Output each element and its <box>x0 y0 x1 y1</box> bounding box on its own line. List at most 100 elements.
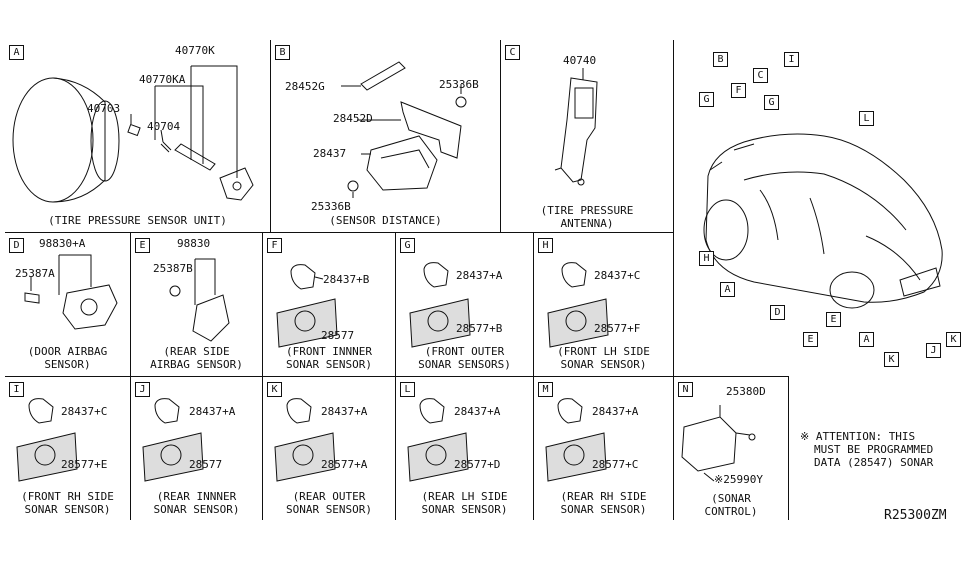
part-number: 28437+A <box>454 405 501 418</box>
part-number: 28437+C <box>61 405 108 418</box>
panel-tag: I <box>9 382 24 397</box>
car-callout-i: I <box>784 52 799 67</box>
panel-caption: (TIRE PRESSURE SENSOR UNIT) <box>48 214 227 227</box>
sonar-sensor-drawing <box>409 262 471 348</box>
grid-line <box>5 376 788 377</box>
panel-c-tire-pressure-antenna: C 40740 (TIRE PRESSURE ANTENNA) <box>501 40 673 232</box>
diagram-code: R25300ZM <box>884 508 947 523</box>
car-callout-a: A <box>859 332 874 347</box>
sonar-sensor-drawing <box>142 398 204 482</box>
panel-d-door-airbag-sensor: D 98830+A 25387A (DOOR AIRBAG SENSOR) <box>5 233 130 376</box>
grid-line <box>788 376 789 520</box>
car-callout-e: E <box>826 312 841 327</box>
vehicle-overview <box>674 40 975 376</box>
part-number: 25336B <box>311 200 351 213</box>
panel-tag: N <box>678 382 693 397</box>
car-callout-h: H <box>699 251 714 266</box>
car-callout-k: K <box>884 352 899 367</box>
panel-tag: K <box>267 382 282 397</box>
vehicle-drawing <box>703 133 943 309</box>
attention-line: MUST BE PROGRAMMED <box>814 443 934 456</box>
panel-j-rear-inner-sonar-sensor: J 28437+A 28577 (REAR INNNER SONAR SENSO… <box>131 377 262 520</box>
part-number: 98830+A <box>39 237 86 250</box>
part-number: 28437+B <box>323 273 370 286</box>
part-number: 25336B <box>439 78 479 91</box>
part-number: 40704 <box>147 120 181 133</box>
car-callout-k: K <box>946 332 961 347</box>
rear-side-airbag-sensor-drawing <box>169 258 230 342</box>
panel-tag: F <box>267 238 282 253</box>
door-airbag-sensor-drawing <box>24 254 118 330</box>
car-callout-a: A <box>720 282 735 297</box>
grid-line <box>5 232 674 233</box>
car-callout-g: G <box>699 92 714 107</box>
grid-line <box>262 232 263 520</box>
car-callout-e: E <box>803 332 818 347</box>
panel-caption: (REAR RH SIDE SONAR SENSOR) <box>560 490 647 516</box>
panel-caption: (SENSOR DISTANCE) <box>329 214 442 227</box>
panel-f-front-inner-sonar-sensor: F 28437+B 28577 (FRONT INNNER SONAR SENS… <box>263 233 395 376</box>
panel-tag: B <box>275 45 290 60</box>
panel-b-sensor-distance: B 28452G 25336B 28452D 28437 25336B (SEN… <box>271 40 500 232</box>
panel-caption: (FRONT RH SIDE SONAR SENSOR) <box>21 490 114 516</box>
part-number: 28437+C <box>594 269 641 282</box>
panel-l-rear-lh-side-sonar-sensor: L 28437+A 28577+D (REAR LH SIDE SONAR SE… <box>396 377 533 520</box>
part-number: 28437+A <box>456 269 503 282</box>
part-number: 28452D <box>333 112 373 125</box>
part-number: 40703 <box>87 102 121 115</box>
attention-note: ※ ATTENTION: THIS MUST BE PROGRAMMED DAT… <box>800 430 933 469</box>
grid-line <box>673 376 674 520</box>
panel-tag: L <box>400 382 415 397</box>
sonar-control-drawing <box>681 405 756 482</box>
sonar-sensor-drawing <box>547 262 609 348</box>
sonar-sensor-drawing <box>16 398 78 482</box>
grid-line <box>673 40 674 520</box>
grid-line <box>130 232 131 520</box>
panel-tag: J <box>135 382 150 397</box>
sonar-sensor-drawing <box>407 398 469 482</box>
car-callout-l: L <box>859 111 874 126</box>
panel-tag: C <box>505 45 520 60</box>
grid-line <box>500 40 501 232</box>
grid-line <box>395 232 396 520</box>
grid-line <box>270 40 271 232</box>
panel-tag: E <box>135 238 150 253</box>
attention-line: ※ ATTENTION: THIS <box>800 430 916 443</box>
part-number: 28437 <box>313 147 347 160</box>
part-number: 28577+E <box>61 458 108 471</box>
panel-a-tire-pressure-sensor-unit: A 40770K 40770KA 40703 40704 (TIRE PRESS… <box>5 40 270 232</box>
part-number: 40740 <box>563 54 597 67</box>
sonar-sensor-drawing <box>545 398 607 482</box>
part-number: ※25990Y <box>714 473 763 486</box>
panel-caption: (FRONT OUTER SONAR SENSORS) <box>418 345 511 371</box>
part-number: 28437+A <box>592 405 639 418</box>
part-number: 28452G <box>285 80 325 93</box>
part-number: 28437+A <box>321 405 368 418</box>
attention-line: DATA (28547) SONAR <box>814 456 934 469</box>
panel-caption: (TIRE PRESSURE ANTENNA) <box>540 204 634 230</box>
panel-h-front-lh-side-sonar-sensor: H 28437+C 28577+F (FRONT LH SIDE SONAR S… <box>534 233 673 376</box>
panel-k-rear-outer-sonar-sensor: K 28437+A 28577+A (REAR OUTER SONAR SENS… <box>263 377 395 520</box>
part-number: 28577 <box>321 329 355 342</box>
panel-caption: (REAR LH SIDE SONAR SENSOR) <box>421 490 508 516</box>
part-number: 28577+A <box>321 458 368 471</box>
tire-pressure-sensor-drawing <box>12 65 254 203</box>
car-callout-b: B <box>713 52 728 67</box>
part-number: 28577+B <box>456 322 503 335</box>
part-number: 25387B <box>153 262 193 275</box>
panel-i-front-rh-side-sonar-sensor: I 28437+C 28577+E (FRONT RH SIDE SONAR S… <box>5 377 130 520</box>
part-number: 28437+A <box>189 405 236 418</box>
grid-line <box>533 232 534 520</box>
car-callout-j: J <box>926 343 941 358</box>
part-number: 28577+F <box>594 322 641 335</box>
part-number: 40770KA <box>139 73 186 86</box>
panel-caption: (REAR INNNER SONAR SENSOR) <box>153 490 240 516</box>
car-callout-g: G <box>764 95 779 110</box>
sonar-sensor-drawing <box>274 398 336 482</box>
panel-g-front-outer-sonar-sensors: G 28437+A 28577+B (FRONT OUTER SONAR SEN… <box>396 233 533 376</box>
panel-caption: (REAR SIDE AIRBAG SENSOR) <box>150 345 243 371</box>
car-callout-d: D <box>770 305 785 320</box>
panel-tag: M <box>538 382 553 397</box>
part-number: 40770K <box>175 44 215 57</box>
panel-m-rear-rh-side-sonar-sensor: M 28437+A 28577+C (REAR RH SIDE SONAR SE… <box>534 377 673 520</box>
